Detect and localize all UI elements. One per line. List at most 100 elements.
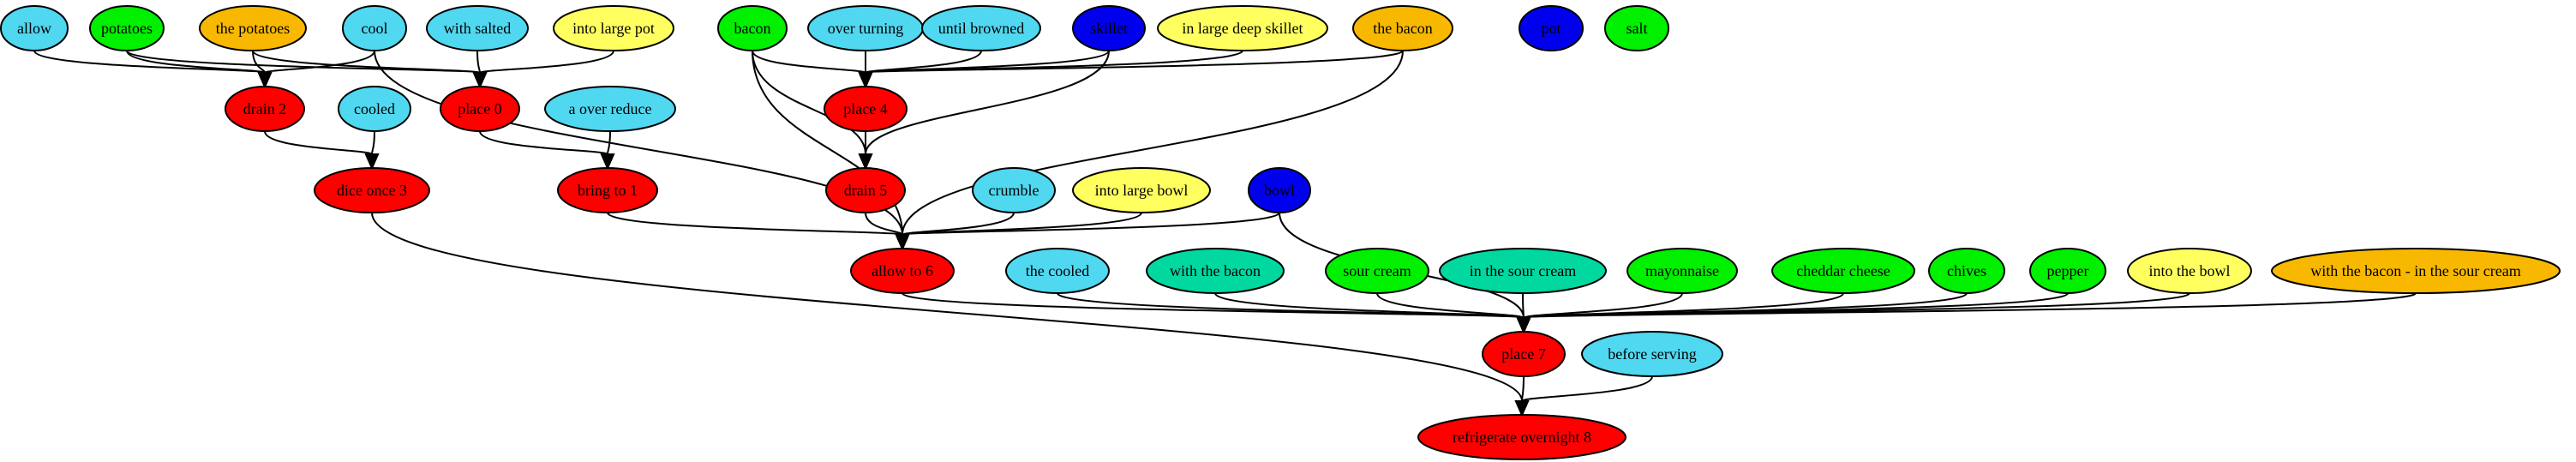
arrowhead (858, 72, 873, 89)
node-pepper: pepper (2029, 248, 2106, 294)
node-shape (544, 86, 676, 132)
arrowhead (895, 234, 910, 251)
node-label: place 4 (843, 100, 887, 117)
node-label: the bacon (1373, 20, 1432, 37)
node-label: with salted (444, 20, 512, 37)
edge-line (865, 212, 903, 236)
node-over-turning: over turning (807, 5, 924, 51)
node-label: skillet (1090, 20, 1128, 37)
node-shape (440, 86, 520, 132)
edge-line (1376, 292, 1525, 319)
node-shape (824, 86, 908, 132)
edge-line (902, 212, 1142, 236)
arrowhead (600, 153, 615, 171)
edge-line (865, 50, 1404, 74)
node-label: refrigerate overnight 8 (1453, 429, 1591, 446)
node-label: cheddar cheese (1796, 262, 1890, 279)
edge-line (126, 50, 266, 74)
node-label: crumble (989, 182, 1039, 199)
edge-bowl-to-allow-to-6 (895, 212, 1280, 251)
node-shape (1771, 248, 1915, 294)
node-in-the-sour-cream: in the sour cream (1439, 248, 1607, 294)
node-label: drain 2 (243, 100, 286, 117)
node-the-cooled: the cooled (1005, 248, 1110, 294)
edge-bacon-to-place-4 (752, 50, 873, 89)
node-into-large-pot: into large pot (553, 5, 674, 51)
edge-line (752, 50, 866, 74)
arrowhead (1516, 317, 1531, 334)
node-label: into the bowl (2149, 262, 2231, 279)
node-label: with the bacon - in the sour cream (2310, 262, 2520, 279)
node-label: allow to 6 (872, 262, 933, 279)
node-label: drain 5 (844, 182, 887, 199)
node-shape (2029, 248, 2106, 294)
node-label: potatoes (101, 20, 153, 37)
edge-line (252, 50, 481, 74)
node-in-large-deep-skillet: in large deep skillet (1157, 5, 1328, 51)
node-salt: salt (1604, 5, 1669, 51)
node-shape (850, 248, 955, 294)
node-shape (1352, 5, 1453, 51)
node-label: before serving (1608, 345, 1696, 363)
node-label: the potatoes (216, 20, 290, 37)
arrowhead (364, 153, 380, 171)
arrowhead (858, 153, 873, 171)
node-shape (1072, 167, 1211, 213)
edge-line (865, 50, 1243, 74)
node-allow-to-6: allow to 6 (850, 248, 955, 294)
node-pot: pot (1519, 5, 1584, 51)
edge-line (1214, 292, 1525, 319)
node-potatoes: potatoes (89, 5, 165, 51)
edge-bring-to-1-to-allow-to-6 (607, 212, 910, 251)
node-label: cooled (354, 100, 395, 117)
node-label: into large pot (572, 20, 655, 37)
node-label: bring to 1 (578, 182, 638, 199)
arrowhead (1514, 400, 1530, 417)
edge-line (252, 50, 266, 74)
node-label: place 7 (1501, 345, 1545, 363)
node-label: pepper (2047, 262, 2089, 279)
node-label: salt (1626, 20, 1648, 37)
node-label: the cooled (1026, 262, 1089, 279)
edge-line (264, 50, 375, 74)
edge-line (371, 212, 1523, 402)
node-shape (1325, 248, 1429, 294)
node-label: with the bacon (1170, 262, 1261, 279)
node-crumble: crumble (972, 167, 1056, 213)
node-shape (1072, 5, 1146, 51)
node-shape (1439, 248, 1607, 294)
edge-line (371, 130, 375, 155)
node-with-the-bacon: with the bacon (1146, 248, 1285, 294)
edge-line (479, 50, 614, 74)
node-shape (1626, 248, 1738, 294)
node-shape (1248, 167, 1311, 213)
node-with-bacon-sour: with the bacon - in the sour cream (2271, 248, 2561, 294)
edge-line (607, 212, 903, 236)
node-shape (2271, 248, 2561, 294)
node-label: allow (17, 20, 51, 37)
node-place-4: place 4 (824, 86, 908, 132)
node-label: in the sour cream (1470, 262, 1576, 279)
node-shape (1417, 414, 1626, 460)
edge-line (264, 130, 373, 155)
node-shape (225, 86, 305, 132)
node-shape (1581, 331, 1723, 377)
edge-a-over-reduce-to-bring-to-1 (600, 130, 615, 171)
node-until-browned: until browned (921, 5, 1041, 51)
node-label: in large deep skillet (1182, 20, 1303, 37)
edge-line (1521, 375, 1653, 402)
node-shape (426, 5, 529, 51)
node-chives: chives (1928, 248, 2005, 294)
node-label: place 0 (458, 100, 501, 117)
edges-layer (33, 50, 2417, 417)
node-label: bowl (1264, 182, 1295, 199)
node-shape (314, 167, 430, 213)
node-the-potatoes: the potatoes (199, 5, 307, 51)
node-dice-once-3: dice once 3 (314, 167, 430, 213)
edge-line (476, 50, 481, 74)
node-label: until browned (938, 20, 1025, 37)
node-label: bacon (734, 20, 771, 37)
edge-line (1523, 292, 2417, 319)
node-skillet: skillet (1072, 5, 1146, 51)
